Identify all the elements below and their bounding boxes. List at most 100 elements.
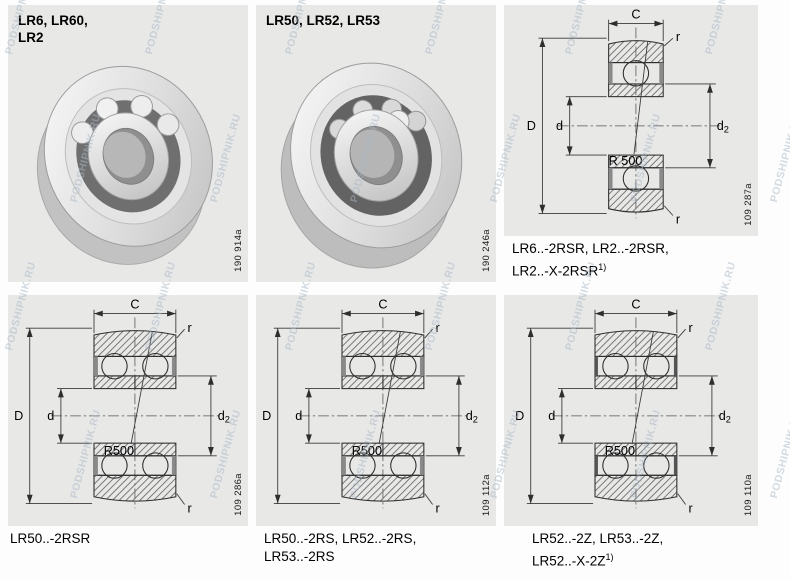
panel-drawing-lr6-2rsr: C r r D d d2 R 500 109 287a	[504, 5, 758, 236]
title-line: LR50, LR52, LR53	[266, 13, 381, 28]
bore-inner	[103, 131, 146, 178]
footnote-marker: 1)	[605, 552, 614, 562]
ball	[71, 121, 94, 144]
fillet-radius-label-top: r	[689, 321, 693, 335]
ball	[622, 60, 650, 87]
bearing-photo-single-row	[36, 65, 213, 265]
ball	[602, 352, 629, 380]
dim-outer-diameter-label: D	[515, 409, 524, 423]
seal	[608, 167, 613, 190]
caption-line: LR2..-X-2RSR1)	[512, 262, 607, 279]
panel-title: LR50, LR52, LR53	[266, 13, 380, 30]
ball	[142, 452, 169, 479]
ball	[101, 452, 128, 479]
upper-ring-section	[594, 330, 678, 390]
seal	[342, 356, 346, 376]
lower-ring-section	[608, 154, 664, 213]
panel-caption: LR50..-2RSR	[10, 530, 90, 548]
ball	[643, 452, 670, 479]
dim-shoulder-diameter-label: d2	[719, 409, 731, 425]
bearing-illustration	[280, 62, 463, 269]
ball	[101, 352, 128, 380]
dim-outer-diameter-label: D	[262, 409, 271, 423]
dim-bore-label: d	[556, 119, 563, 133]
ball	[349, 352, 376, 380]
panel-drawing-lr50-2rsr: C r r D d d2 R500 109 286a	[8, 295, 248, 526]
seal	[94, 356, 98, 376]
bearing-illustration	[36, 65, 213, 265]
fillet-radius-label-bottom: r	[689, 501, 693, 515]
ball	[130, 95, 153, 118]
dim-bore-label: d	[548, 409, 555, 423]
cross-section-drawing: C r r D d d2 R500	[515, 298, 731, 515]
panel-title: LR6, LR60, LR2	[18, 13, 88, 47]
seal	[419, 356, 424, 376]
figure-number: 109 112a	[481, 473, 492, 516]
bore-inner	[350, 129, 395, 178]
figure-number: 190 914a	[233, 229, 244, 272]
dim-width-label: C	[378, 298, 387, 312]
lower-ring-section	[341, 442, 425, 502]
outer-ring-section	[594, 474, 678, 502]
dim-shoulder-diameter-label: d2	[218, 409, 230, 425]
lower-ring-section	[93, 442, 177, 502]
shield	[673, 455, 677, 476]
dim-width-label: C	[631, 298, 640, 312]
caption-line: LR53..-2RS	[264, 549, 335, 564]
figure-number: 109 110a	[743, 473, 754, 516]
figure-number: 109 286a	[233, 473, 244, 516]
seal	[659, 167, 664, 190]
panel-drawing-lr50-2rs: C r r D d d2 R500 109 112a	[256, 295, 496, 526]
dim-bore-label: d	[47, 409, 54, 423]
panel-photo-lr6: LR6, LR60, LR2 190 914a	[8, 5, 248, 282]
dim-width-label: C	[130, 298, 139, 312]
shield	[595, 455, 598, 476]
cross-section-drawing: C r r D d d2 R500	[262, 298, 478, 515]
watermark-text: PODSHIPNIK.RU	[768, 408, 790, 500]
ball	[643, 352, 670, 380]
title-line: LR6, LR60,	[18, 13, 88, 28]
panel-photo-lr50: LR50, LR52, LR53 190 246a	[256, 5, 496, 282]
panel-caption: LR6..-2RSR, LR2..-2RSR, LR2..-X-2RSR1)	[512, 240, 669, 281]
ball	[602, 452, 629, 479]
outer-ring-section	[594, 330, 678, 357]
watermark-text: PODSHIPNIK.RU	[768, 112, 790, 204]
shield	[595, 356, 598, 376]
dim-shoulder-diameter-label: d2	[717, 119, 729, 135]
seal	[659, 62, 664, 84]
figure-number: 190 246a	[481, 229, 492, 272]
fillet-radius-label-bottom: r	[188, 501, 192, 515]
upper-ring-section	[341, 330, 425, 390]
dim-outer-diameter-label: D	[14, 409, 23, 423]
crown-radius-label: R500	[352, 444, 382, 458]
crown-radius-label: R 500	[609, 154, 643, 168]
bearing-photo-double-row	[280, 62, 463, 269]
lower-ring-section	[594, 442, 678, 502]
outer-ring-section	[341, 474, 425, 502]
figure-number: 109 287a	[743, 183, 754, 226]
dim-shoulder-diameter-label: d2	[466, 409, 478, 425]
dim-outer-diameter-label: D	[527, 119, 536, 133]
ball	[390, 452, 417, 479]
ball	[622, 165, 650, 192]
fillet-radius-label-top: r	[676, 30, 680, 44]
panel-drawing-lr52-2z: C r r D d d2 R500 109 110a	[504, 295, 758, 526]
seal	[419, 455, 424, 476]
inner-ring-section	[608, 83, 664, 98]
panel-caption: LR52..-2Z, LR53..-2Z, LR52..-X-2Z1)	[532, 530, 663, 571]
outer-ring-section	[341, 330, 425, 357]
ball	[142, 352, 169, 380]
cross-section-drawing: C r r D d d2 R 500	[527, 8, 729, 226]
caption-line: LR52..-X-2Z1)	[532, 552, 614, 569]
caption-line: LR50..-2RS, LR52..-2RS,	[264, 531, 417, 546]
fillet-radius-label-top: r	[188, 321, 192, 335]
title-line: LR2	[18, 29, 44, 45]
footnote-marker: 1)	[598, 262, 607, 272]
caption-line: LR52..-2Z, LR53..-2Z,	[532, 531, 664, 546]
outer-ring-section	[93, 474, 177, 502]
fillet-radius-label-top: r	[436, 321, 440, 335]
caption-line: LR50..-2RSR	[10, 531, 91, 546]
outer-ring-section	[608, 188, 664, 213]
fillet-radius-label-bottom: r	[676, 212, 680, 226]
